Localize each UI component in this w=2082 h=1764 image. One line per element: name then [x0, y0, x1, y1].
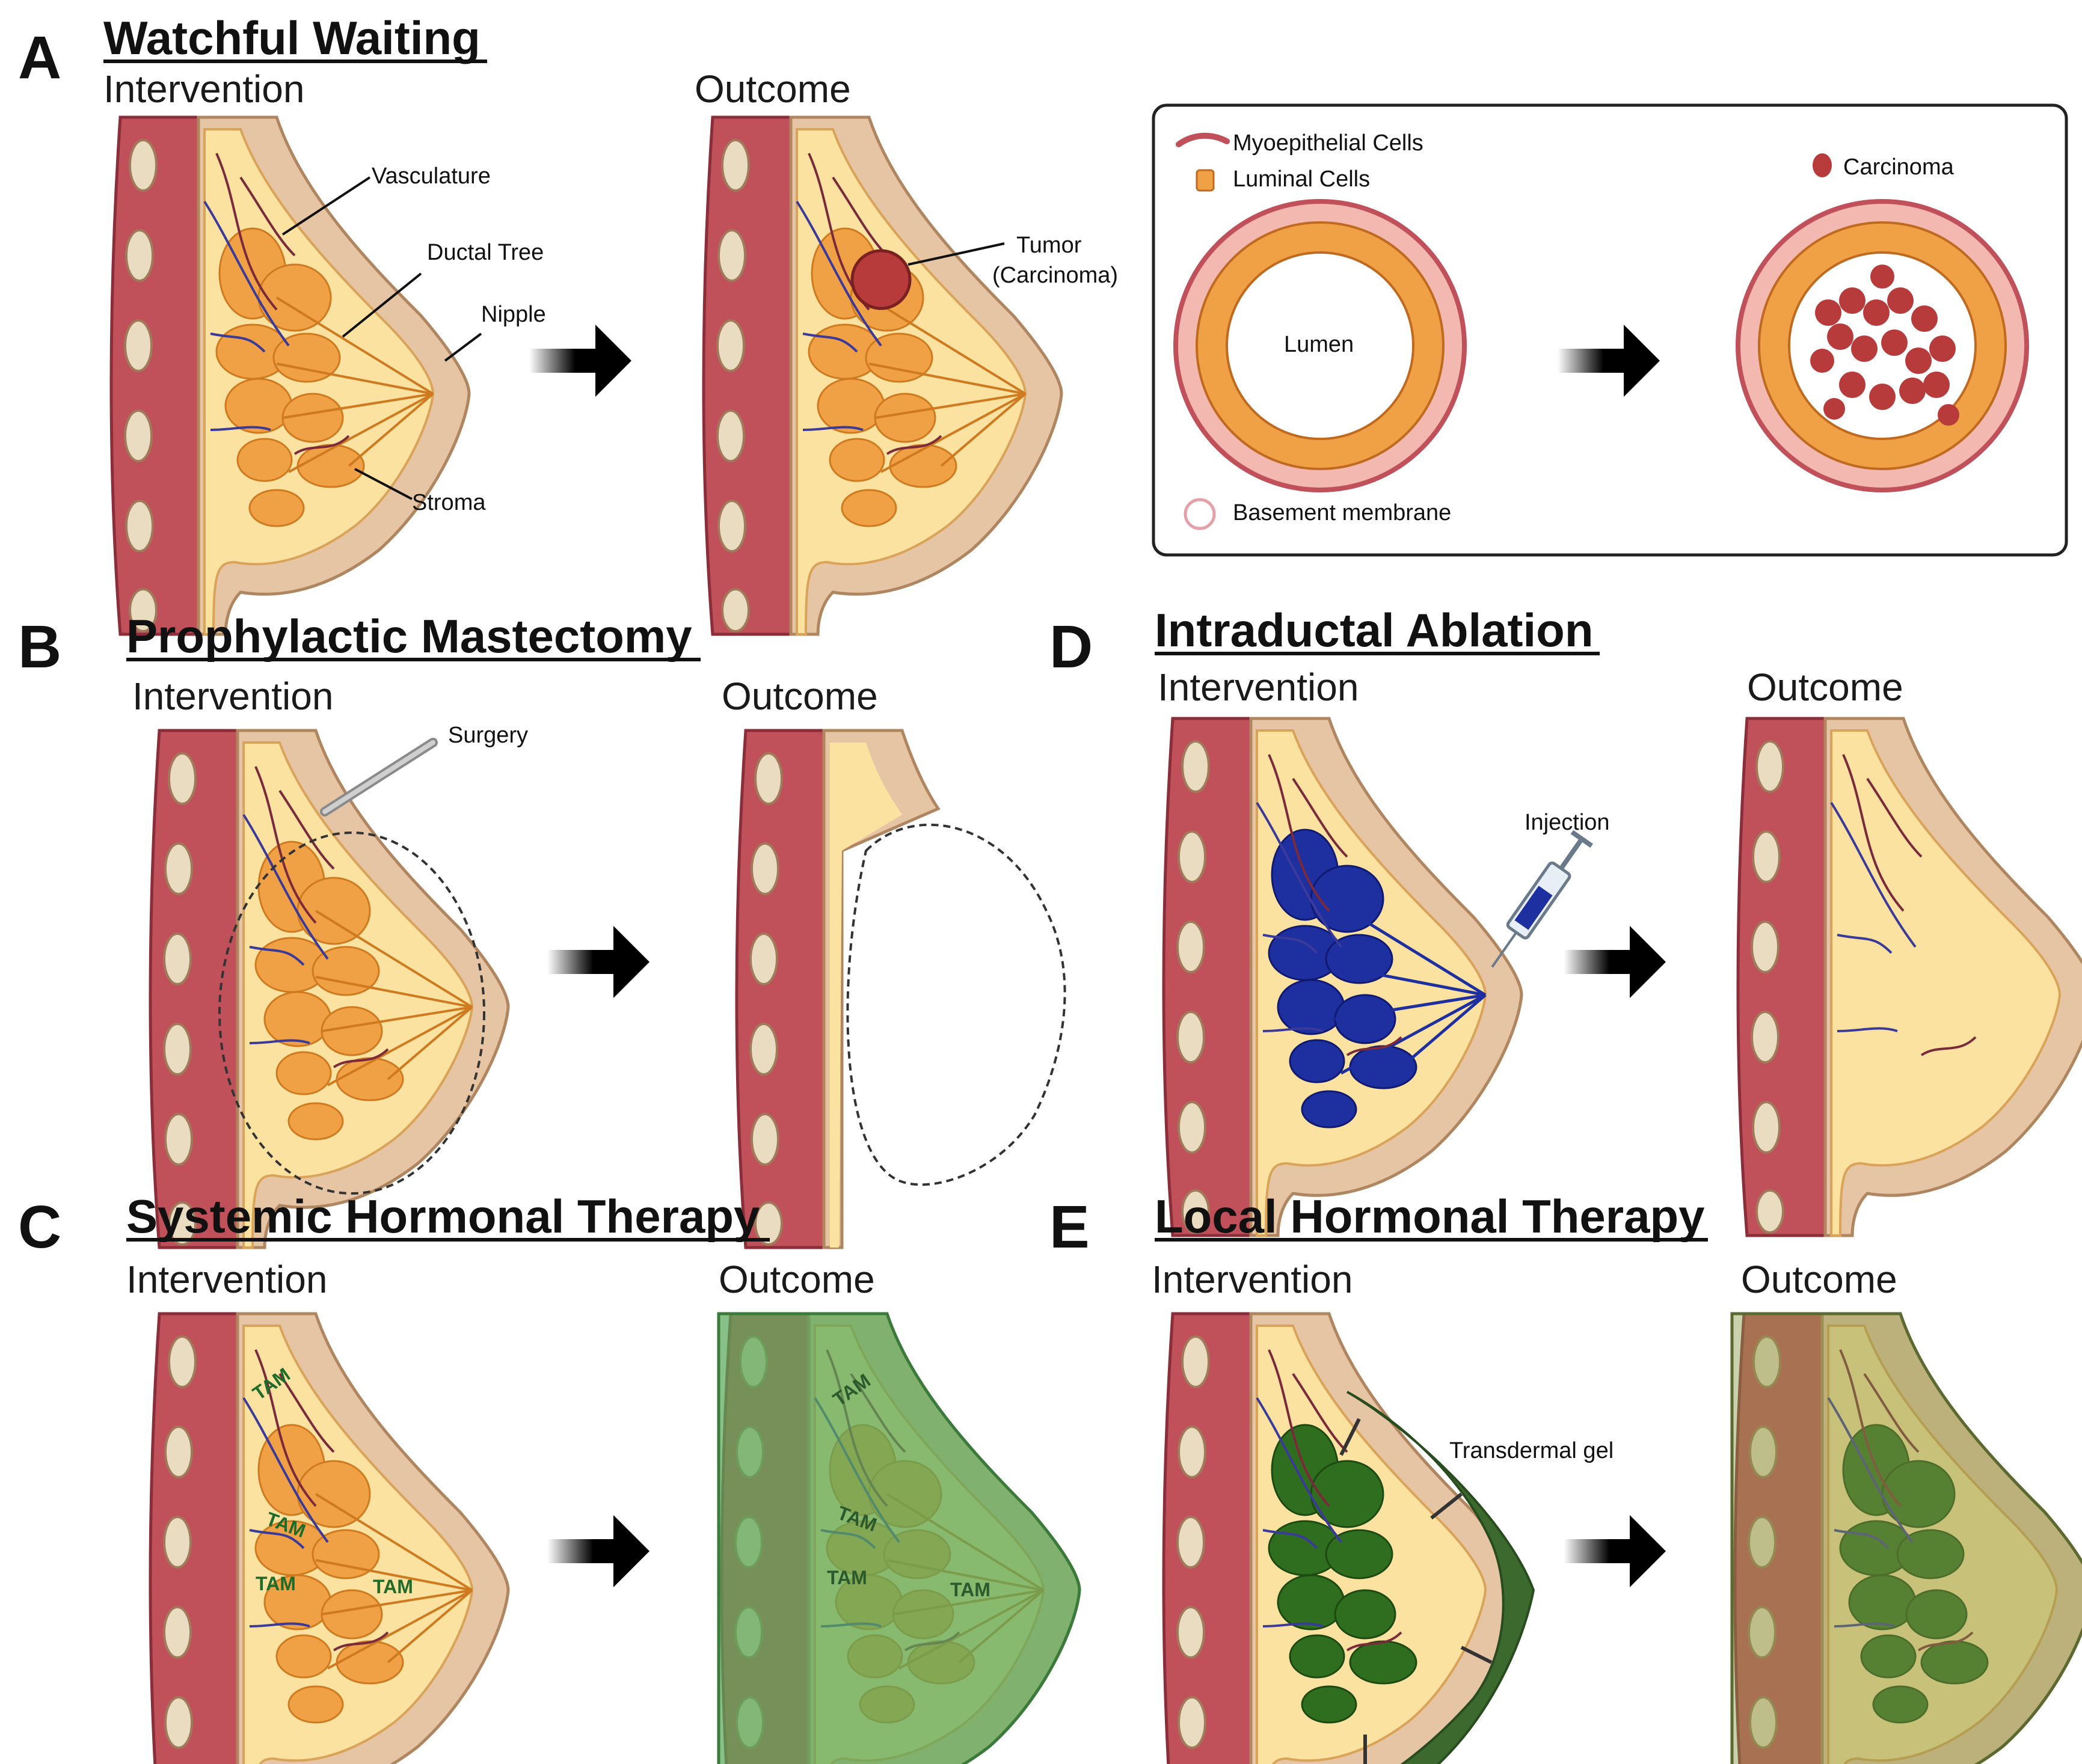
myoepithelial-icon [1176, 132, 1230, 147]
duct-carcinoma [1736, 199, 2029, 492]
carcinoma-icon [1813, 153, 1832, 177]
arrow-d [1564, 926, 1666, 998]
intervention-label-d: Intervention [1158, 666, 1359, 709]
panel-title-a: Watchful Waiting [103, 11, 481, 64]
panel-b: B Prophylactic Mastectomy Intervention O… [18, 610, 1066, 1249]
panel-letter-d: D [1049, 613, 1093, 681]
panel-letter-c: C [18, 1193, 61, 1261]
panel-letter-a: A [18, 24, 61, 91]
label-nipple: Nipple [481, 302, 546, 327]
outcome-label-b: Outcome [722, 675, 878, 718]
leader-lines-a [281, 176, 482, 500]
outcome-label-a: Outcome [695, 67, 851, 111]
panel-title-d: Intraductal Ablation [1155, 604, 1593, 657]
panel-title-b: Prophylactic Mastectomy [126, 610, 692, 663]
intervention-label-b: Intervention [132, 675, 333, 718]
scalpel-icon [320, 738, 438, 816]
basement-membrane-icon [1184, 498, 1216, 530]
label-lumen: Lumen [1284, 332, 1354, 357]
syringe-icon [1491, 830, 1593, 968]
arrow-a1 [529, 325, 631, 397]
leader-tumor [907, 242, 1005, 266]
panel-a: A Watchful Waiting Intervention Outcome … [18, 11, 2068, 634]
breast-outcome-b [735, 729, 1066, 1249]
label-stroma: Stroma [412, 490, 486, 515]
label-transdermal-gel: Transdermal gel [1449, 1438, 1614, 1463]
intervention-label-e: Intervention [1152, 1258, 1353, 1301]
breast-intervention-c [150, 1314, 508, 1764]
tam-label-8: TAM [950, 1579, 990, 1600]
breast-intervention-d [1164, 718, 1522, 1236]
gel-layer [1346, 1391, 1535, 1764]
intervention-label-c: Intervention [126, 1258, 327, 1301]
breast-intervention-a [111, 117, 469, 634]
tam-label-7: TAM [827, 1567, 867, 1588]
breast-intervention-e [1164, 1314, 1535, 1764]
tumor-mass [850, 249, 912, 310]
panel-d: D Intraductal Ablation Intervention Outc… [1049, 604, 2082, 1236]
arrow-e [1564, 1515, 1666, 1587]
tam-label-4: TAM [373, 1576, 413, 1597]
panel-e: E Local Hormonal Therapy Intervention Ou… [1049, 1190, 2082, 1764]
arrow-b [547, 926, 649, 998]
label-ductal-tree: Ductal Tree [427, 240, 544, 265]
legend-luminal: Luminal Cells [1233, 167, 1370, 192]
breast-outcome-e [1730, 1312, 2082, 1764]
label-carcinoma-paren: (Carcinoma) [992, 263, 1118, 288]
outcome-label-c: Outcome [719, 1258, 875, 1301]
outcome-label-e: Outcome [1741, 1258, 1897, 1301]
panel-c: C Systemic Hormonal Therapy Intervention… [18, 1190, 1081, 1764]
intervention-label-a: Intervention [103, 67, 304, 111]
label-injection: Injection [1525, 810, 1610, 835]
legend-basement: Basement membrane [1233, 500, 1451, 525]
breast-outcome-d [1738, 718, 2082, 1236]
breast-outcome-c [717, 1312, 1081, 1764]
label-tumor: Tumor [1016, 233, 1082, 258]
panel-title-e: Local Hormonal Therapy [1155, 1190, 1705, 1243]
panel-letter-b: B [18, 613, 61, 681]
panel-letter-e: E [1049, 1193, 1090, 1261]
panel-title-c: Systemic Hormonal Therapy [126, 1190, 760, 1243]
breast-intervention-b [150, 730, 508, 1248]
duct-normal: Lumen [1173, 199, 1467, 492]
breast-outcome-a [704, 117, 1061, 634]
legend-myoepithelial: Myoepithelial Cells [1233, 130, 1423, 156]
luminal-cell-icon [1196, 169, 1215, 192]
arrow-c [547, 1515, 649, 1587]
legend-carcinoma: Carcinoma [1843, 155, 1955, 180]
outcome-label-d: Outcome [1747, 666, 1903, 709]
label-vasculature: Vasculature [372, 164, 491, 189]
tam-label-3: TAM [256, 1573, 296, 1594]
label-surgery: Surgery [448, 723, 528, 748]
